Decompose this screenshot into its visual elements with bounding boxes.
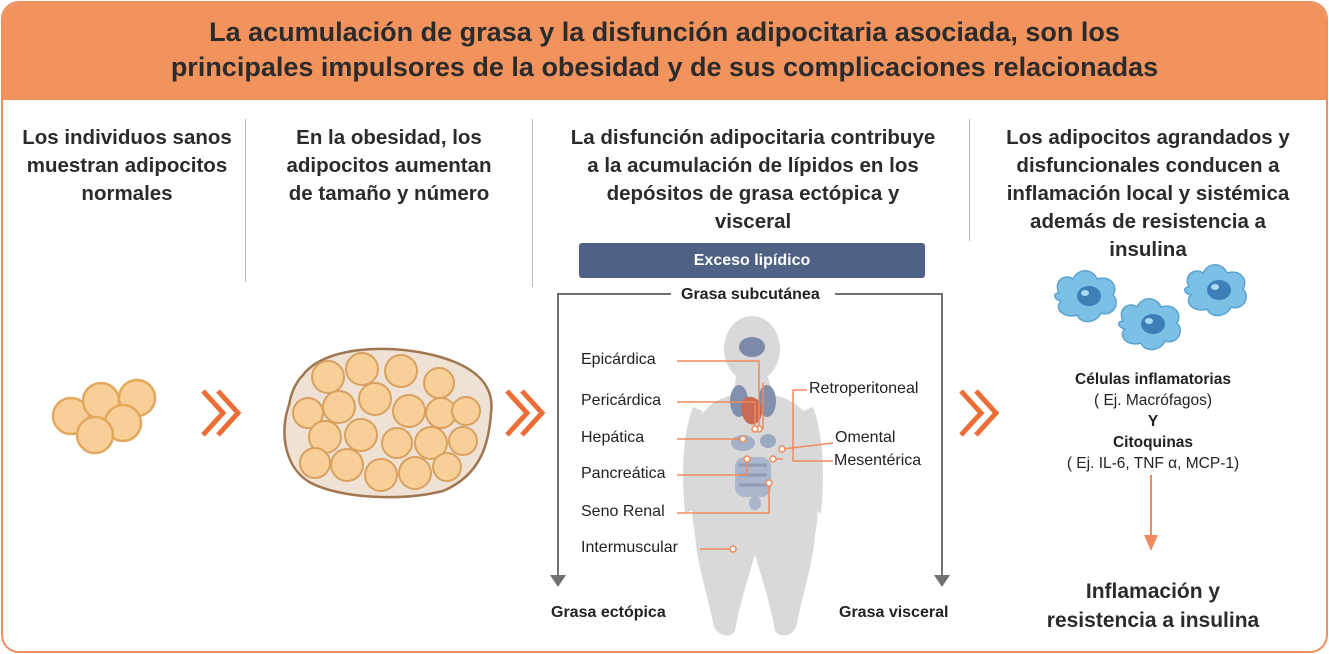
column-heading-obesity: En la obesidad, los adipocitos aumentan … xyxy=(253,124,525,208)
diagram-graphics xyxy=(51,264,1247,636)
marker-dot xyxy=(743,455,751,463)
column-heading-healthy: Los individuos sanos muestran adipocitos… xyxy=(7,124,247,208)
column-divider xyxy=(969,119,970,241)
fat-depot-label: Pancreática xyxy=(581,465,666,482)
heading-line: Los individuos sanos xyxy=(22,126,232,149)
fat-depot-label: Seno Renal xyxy=(581,503,665,520)
marker-dot xyxy=(739,435,747,443)
heading-line: normales xyxy=(81,182,173,205)
macrophage-icon xyxy=(1184,264,1247,317)
cells-example: ( Ej. Macrófagos) xyxy=(1093,392,1212,409)
arrow-down-icon xyxy=(550,575,566,587)
title-banner: La acumulación de grasa y la disfunción … xyxy=(3,3,1326,100)
title-line-2: principales impulsores de la obesidad y … xyxy=(170,52,1159,82)
subcutaneous-fat-label: Grasa subcutánea xyxy=(681,286,820,303)
marker-dot xyxy=(729,545,737,553)
ectopic-fat-label: Grasa ectópica xyxy=(551,604,666,621)
cells-title: Células inflamatorias xyxy=(1075,371,1231,388)
fat-depot-label: Epicárdica xyxy=(581,351,656,368)
organs-icon xyxy=(730,337,776,510)
chevron-right-icon xyxy=(201,389,242,437)
heading-line: muestran adipocitos xyxy=(26,154,228,177)
chevron-right-icon xyxy=(959,389,1000,437)
marker-dot xyxy=(765,479,773,487)
result-arrow xyxy=(1144,475,1158,551)
figure-title: La acumulación de grasa y la disfunción … xyxy=(63,15,1266,85)
result-line-1: Inflamación y xyxy=(1085,580,1221,603)
conjunction: Y xyxy=(1147,413,1159,430)
fat-depot-label: Mesentérica xyxy=(834,452,922,469)
enlarged-adipocytes-icon xyxy=(283,347,493,499)
heading-line: insulina xyxy=(1109,238,1187,261)
heading-line: disfuncionales conducen a xyxy=(1016,154,1280,177)
macrophage-icon xyxy=(1118,298,1181,351)
heading-line: adipocitos aumentan xyxy=(286,154,492,177)
chevron-right-icon xyxy=(505,389,546,437)
title-line-1: La acumulación de grasa y la disfunción … xyxy=(209,17,1120,47)
fat-depot-label: Pericárdica xyxy=(581,392,662,409)
column-heading-dysfunction: La disfunción adipocitaria contribuye a … xyxy=(539,124,967,236)
column-divider xyxy=(245,119,246,282)
organ-connectors xyxy=(677,360,834,550)
lipid-excess-badge: Exceso lipídico xyxy=(579,243,925,278)
heading-line: a la acumulación de lípidos en los xyxy=(587,154,919,177)
marker-dot xyxy=(778,445,786,453)
column-divider xyxy=(532,119,533,287)
result-text: Inflamación y resistencia a insulina xyxy=(1033,577,1273,635)
fat-depot-label: Retroperitoneal xyxy=(809,380,919,397)
fat-flow-arrows xyxy=(557,293,943,579)
heading-line: En la obesidad, los xyxy=(296,126,482,149)
macrophage-icon xyxy=(1054,270,1117,323)
fat-depot-label: Omental xyxy=(835,429,896,446)
cytokines-title: Citoquinas xyxy=(1112,434,1194,451)
column-heading-inflammation: Los adipocitos agrandados y disfuncional… xyxy=(975,124,1321,264)
fat-depot-label: Intermuscular xyxy=(581,539,678,556)
cytokines-example: ( Ej. IL-6, TNF α, MCP-1) xyxy=(1066,455,1240,472)
heading-line: depósitos de grasa ectópica y xyxy=(606,182,900,205)
heading-line: visceral xyxy=(714,210,792,233)
marker-dot xyxy=(751,425,759,433)
heading-line: además de resistencia a xyxy=(1030,210,1266,233)
arrow-down-icon xyxy=(1144,535,1158,551)
heading-line: de tamaño y número xyxy=(288,182,490,205)
marker-dot xyxy=(769,455,777,463)
heading-line: La disfunción adipocitaria contribuye xyxy=(570,126,936,149)
fat-depot-label: Hepática xyxy=(581,429,645,446)
heading-line: Los adipocitos agrandados y xyxy=(1006,126,1290,149)
visceral-fat-label: Grasa visceral xyxy=(839,604,949,621)
normal-adipocytes-icon xyxy=(51,378,157,455)
inflammation-factors: Células inflamatorias ( Ej. Macrófagos) … xyxy=(1043,369,1263,474)
arrow-down-icon xyxy=(934,575,950,587)
heading-line: inflamación local y sistémica xyxy=(1006,182,1290,205)
result-line-2: resistencia a insulina xyxy=(1046,609,1260,632)
